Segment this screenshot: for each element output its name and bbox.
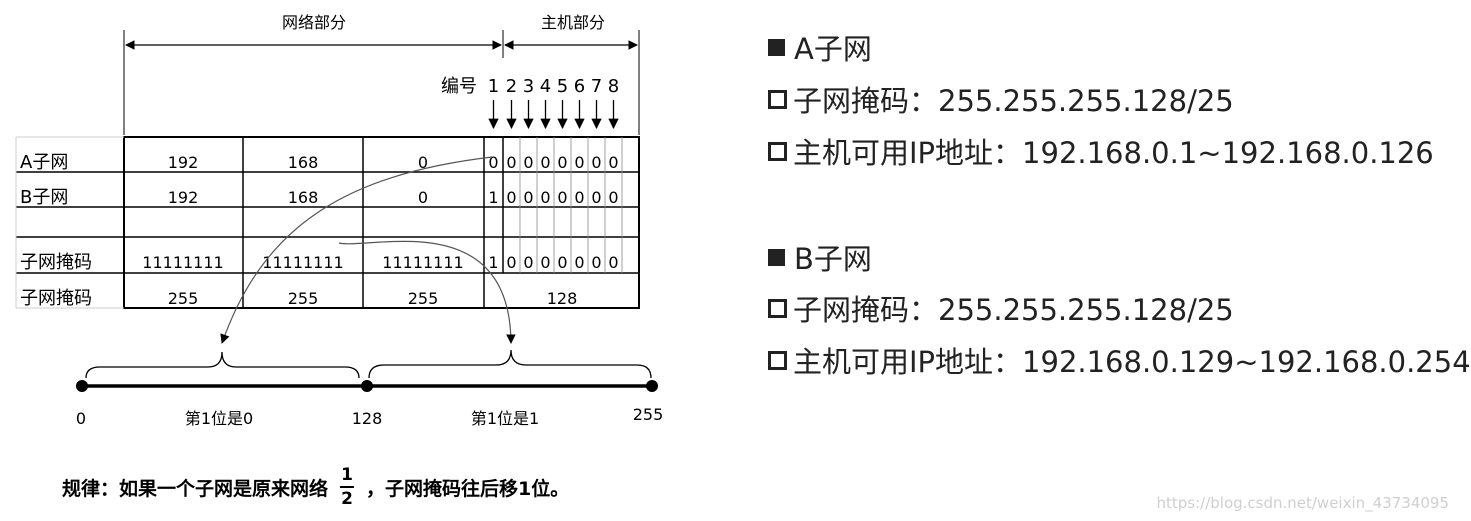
bit-number: 5 (557, 76, 568, 97)
bit-cell: 0 (506, 153, 516, 172)
bit-arrow-group (488, 100, 619, 130)
last-octet-cell: 128 (547, 289, 578, 308)
octet-cell: 192 (168, 188, 199, 207)
filled-square-icon (768, 248, 785, 266)
bit-number-label: 编号 (441, 76, 477, 97)
bit-cell: 0 (523, 188, 533, 207)
octet-cell: 255 (288, 289, 319, 308)
row-label: B子网 (20, 187, 68, 208)
brace-zero-range (85, 351, 360, 379)
bit-cell: 0 (557, 153, 567, 172)
watermark: https://blog.csdn.net/weixin_43734095 (1156, 494, 1449, 512)
octet-cell: 168 (288, 153, 319, 172)
b-subnet-hosts-line: 主机可用IP地址：192.168.0.129~192.168.0.254 (768, 339, 1471, 381)
octet-cell: 0 (418, 153, 428, 172)
bit-number: 7 (591, 76, 602, 97)
a-subnet-hosts: 主机可用IP地址：192.168.0.1~192.168.0.126 (793, 136, 1434, 170)
hollow-square-icon (768, 298, 787, 318)
bit-cell: 0 (574, 188, 584, 207)
bit-cell: 1 (488, 253, 498, 272)
octet-cell: 11111111 (262, 253, 343, 272)
bit-number: 3 (523, 76, 534, 97)
octet-cell: 11111111 (382, 253, 463, 272)
bit-cell: 0 (488, 153, 498, 172)
tick-label-128: 128 (352, 409, 383, 428)
table-outline (123, 136, 640, 309)
bit-cell: 0 (540, 153, 550, 172)
rule-statement: 规律：如果一个子网是原来网络 1 2 ，子网掩码往后移1位。 (62, 466, 569, 508)
fraction-bar (340, 486, 355, 488)
number-line-point-128 (361, 380, 373, 392)
hollow-square-icon (768, 350, 787, 370)
bit-cell: 0 (506, 253, 516, 272)
bit-cell: 0 (540, 253, 550, 272)
tick-label-255: 255 (633, 405, 664, 424)
curve-arrow-to-one-range (338, 240, 516, 344)
bit-number: 6 (574, 76, 585, 97)
bit-cell: 0 (574, 153, 584, 172)
b-subnet-title: B子网 (794, 242, 872, 276)
row-label: 子网掩码 (20, 252, 92, 273)
bit-cell: 0 (574, 253, 584, 272)
bit-cell: 0 (608, 153, 618, 172)
b-subnet-mask-line: 子网掩码：255.255.255.128/25 (768, 287, 1234, 329)
hollow-square-icon (768, 89, 787, 109)
number-line-point-0 (76, 380, 88, 392)
fraction-denominator: 2 (341, 489, 353, 509)
bit-column-lines (519, 137, 623, 273)
a-subnet-mask-line: 子网掩码：255.255.255.128/25 (768, 78, 1234, 120)
rule-prefix: 规律：如果一个子网是原来网络 (62, 477, 329, 500)
bit-number: 2 (506, 76, 517, 97)
segment-label-bit1: 第1位是1 (471, 409, 539, 428)
bit-cell: 0 (523, 253, 533, 272)
number-line-point-255 (646, 380, 658, 392)
row-label: A子网 (20, 152, 68, 173)
rule-suffix: ，子网掩码往后移1位。 (366, 477, 570, 500)
b-subnet-mask: 子网掩码：255.255.255.128/25 (793, 293, 1234, 327)
bit-cell: 0 (591, 253, 601, 272)
bit-cell: 1 (488, 188, 498, 207)
bit-cell: 0 (523, 153, 533, 172)
host-part-label: 主机部分 (541, 13, 605, 32)
a-subnet-hosts-line: 主机可用IP地址：192.168.0.1~192.168.0.126 (768, 130, 1434, 172)
octet-cell: 192 (168, 153, 199, 172)
bit-cell: 0 (540, 188, 550, 207)
tick-label-0: 0 (76, 409, 86, 428)
bit-number: 8 (608, 76, 619, 97)
bit-cell: 0 (591, 188, 601, 207)
curve-arrow-to-zero-range (220, 156, 493, 344)
bit-cell: 0 (557, 253, 567, 272)
subnet-table (15, 136, 640, 309)
segment-label-bit0: 第1位是0 (185, 409, 253, 428)
octet-cell: 168 (288, 188, 319, 207)
bit-number: 4 (540, 76, 551, 97)
a-subnet-heading: A子网 (768, 26, 872, 68)
octet-cell: 11111111 (142, 253, 223, 272)
a-subnet-mask: 子网掩码：255.255.255.128/25 (793, 84, 1234, 118)
hollow-square-icon (768, 141, 787, 161)
network-part-label: 网络部分 (282, 13, 346, 32)
bit-cell: 0 (608, 253, 618, 272)
b-subnet-heading: B子网 (768, 236, 872, 278)
filled-square-icon (768, 38, 785, 56)
octet-cell: 0 (418, 188, 428, 207)
octet-cell: 255 (408, 289, 439, 308)
fraction-numerator: 1 (341, 465, 353, 485)
brace-one-range (368, 349, 652, 379)
bit-number: 1 (488, 76, 499, 97)
row-label: 子网掩码 (20, 288, 92, 309)
bit-cell: 0 (608, 188, 618, 207)
octet-cell: 255 (168, 289, 199, 308)
bit-cell: 0 (557, 188, 567, 207)
rule-fraction: 1 2 (340, 465, 355, 509)
bit-cell: 0 (506, 188, 516, 207)
b-subnet-hosts: 主机可用IP地址：192.168.0.129~192.168.0.254 (793, 345, 1471, 379)
bit-cell: 0 (591, 153, 601, 172)
a-subnet-title: A子网 (794, 32, 872, 66)
